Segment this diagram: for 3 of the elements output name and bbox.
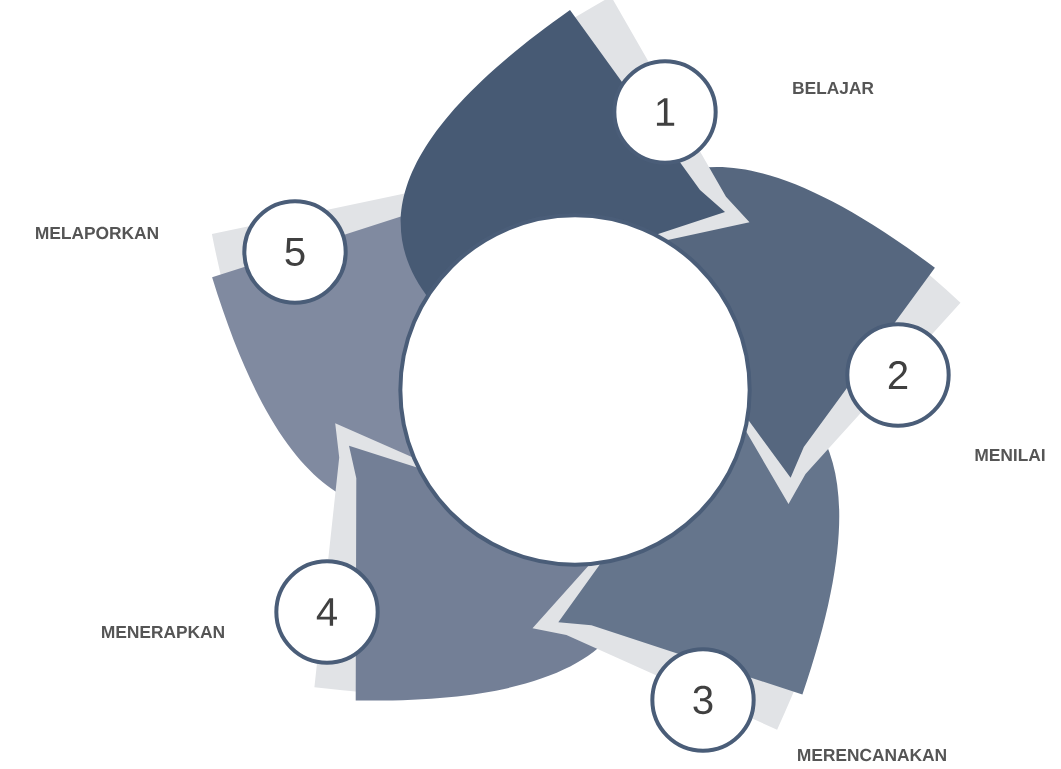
step-label: BELAJAR xyxy=(793,81,874,95)
node-label: 3 xyxy=(693,685,713,715)
step-label: MELAPORKAN xyxy=(36,226,158,240)
